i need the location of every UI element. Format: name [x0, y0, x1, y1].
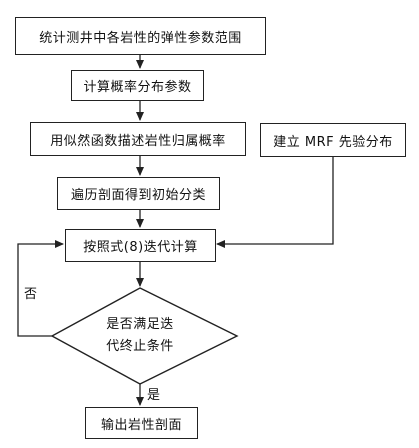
arrow-mrf-to-iterate [216, 157, 334, 248]
decision-text: 是否满足迭 代终止条件 [80, 314, 200, 358]
step-traverse: 遍历剖面得到初始分类 [57, 177, 220, 210]
branch-yes-label: 是 [147, 388, 161, 403]
decision-line1: 是否满足迭 [106, 317, 174, 332]
step-calc-prob: 计算概率分布参数 [71, 70, 204, 101]
step-mrf-prior: 建立 MRF 先验分布 [260, 123, 406, 157]
arrow-no-loop [17, 240, 64, 337]
decision-line2: 代终止条件 [106, 339, 174, 354]
step-stat-range: 统计测井中各岩性的弹性参数范围 [15, 17, 266, 55]
step-likelihood: 用似然函数描述岩性归属概率 [30, 122, 246, 156]
step-output: 输出岩性剖面 [85, 407, 198, 439]
decision-diamond [50, 287, 239, 385]
step-iterate: 按照式(8)迭代计算 [65, 229, 216, 262]
branch-no-label: 否 [24, 287, 38, 302]
